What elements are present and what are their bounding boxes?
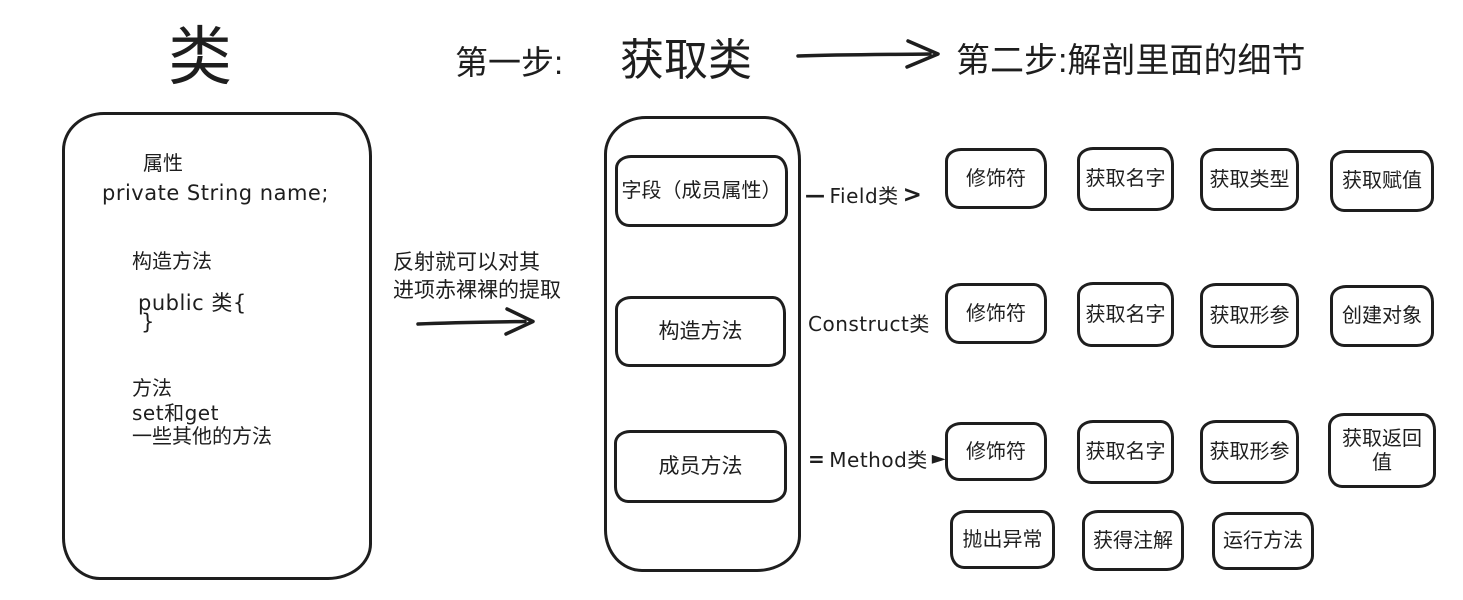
- constructor-detail-newinstance: 创建对象: [1330, 285, 1434, 347]
- method-detail-exceptions: 抛出异常: [950, 510, 1055, 569]
- method-item-setget: set和get: [132, 401, 219, 425]
- field-connector-arrow-icon: >: [902, 181, 923, 208]
- field-connector-dash: —: [805, 182, 826, 207]
- field-detail-value: 获取赋值: [1330, 150, 1434, 212]
- attr-heading: 属性: [143, 153, 183, 175]
- step1-to-step2-arrow-icon: [796, 39, 940, 69]
- class-to-extract-arrow-icon: [416, 307, 535, 336]
- method-connector: = Method类 ►: [808, 444, 946, 473]
- reflection-note-line2: 进项赤裸裸的提取: [393, 279, 561, 302]
- field-box: 字段（成员属性）: [615, 155, 788, 227]
- field-connector-label: Field类: [829, 184, 899, 208]
- member-method-box: 成员方法: [614, 430, 787, 503]
- ctor-code-line2: }: [141, 310, 155, 334]
- method-detail-params: 获取形参: [1200, 420, 1299, 484]
- class-title: 类: [168, 21, 232, 93]
- method-heading: 方法: [132, 378, 172, 400]
- reflection-note-line1: 反射就可以对其: [393, 251, 540, 274]
- method-detail-invoke: 运行方法: [1212, 512, 1314, 570]
- class-box: [62, 112, 372, 580]
- step1-result-label: 获取类: [620, 36, 752, 85]
- constructor-detail-modifier: 修饰符: [945, 283, 1047, 344]
- method-connector-dash: =: [808, 446, 826, 471]
- method-connector-arrow-icon: ►: [931, 448, 947, 469]
- method-detail-modifier: 修饰符: [945, 422, 1047, 481]
- method-detail-returnvalue: 获取返回值: [1328, 413, 1436, 488]
- ctor-code-line1: public 类{: [138, 291, 247, 315]
- step1-label: 第一步:: [455, 44, 564, 81]
- constructor-connector: Construct类: [808, 308, 930, 337]
- method-connector-label: Method类: [829, 448, 928, 472]
- constructor-detail-name: 获取名字: [1077, 282, 1174, 347]
- method-detail-annotations: 获得注解: [1082, 510, 1184, 571]
- step2-label: 第二步:解剖里面的细节: [956, 42, 1306, 80]
- field-connector: — Field类 >: [805, 180, 922, 209]
- method-detail-name: 获取名字: [1077, 420, 1174, 484]
- constructor-box: 构造方法: [615, 296, 786, 367]
- field-detail-type: 获取类型: [1200, 148, 1299, 211]
- constructor-detail-params: 获取形参: [1200, 283, 1299, 348]
- attr-code: private String name;: [102, 181, 329, 205]
- method-item-other: 一些其他的方法: [132, 426, 272, 448]
- field-detail-name: 获取名字: [1077, 147, 1174, 211]
- constructor-connector-label: Construct类: [808, 312, 930, 336]
- ctor-heading: 构造方法: [132, 251, 212, 273]
- field-detail-modifier: 修饰符: [945, 148, 1047, 209]
